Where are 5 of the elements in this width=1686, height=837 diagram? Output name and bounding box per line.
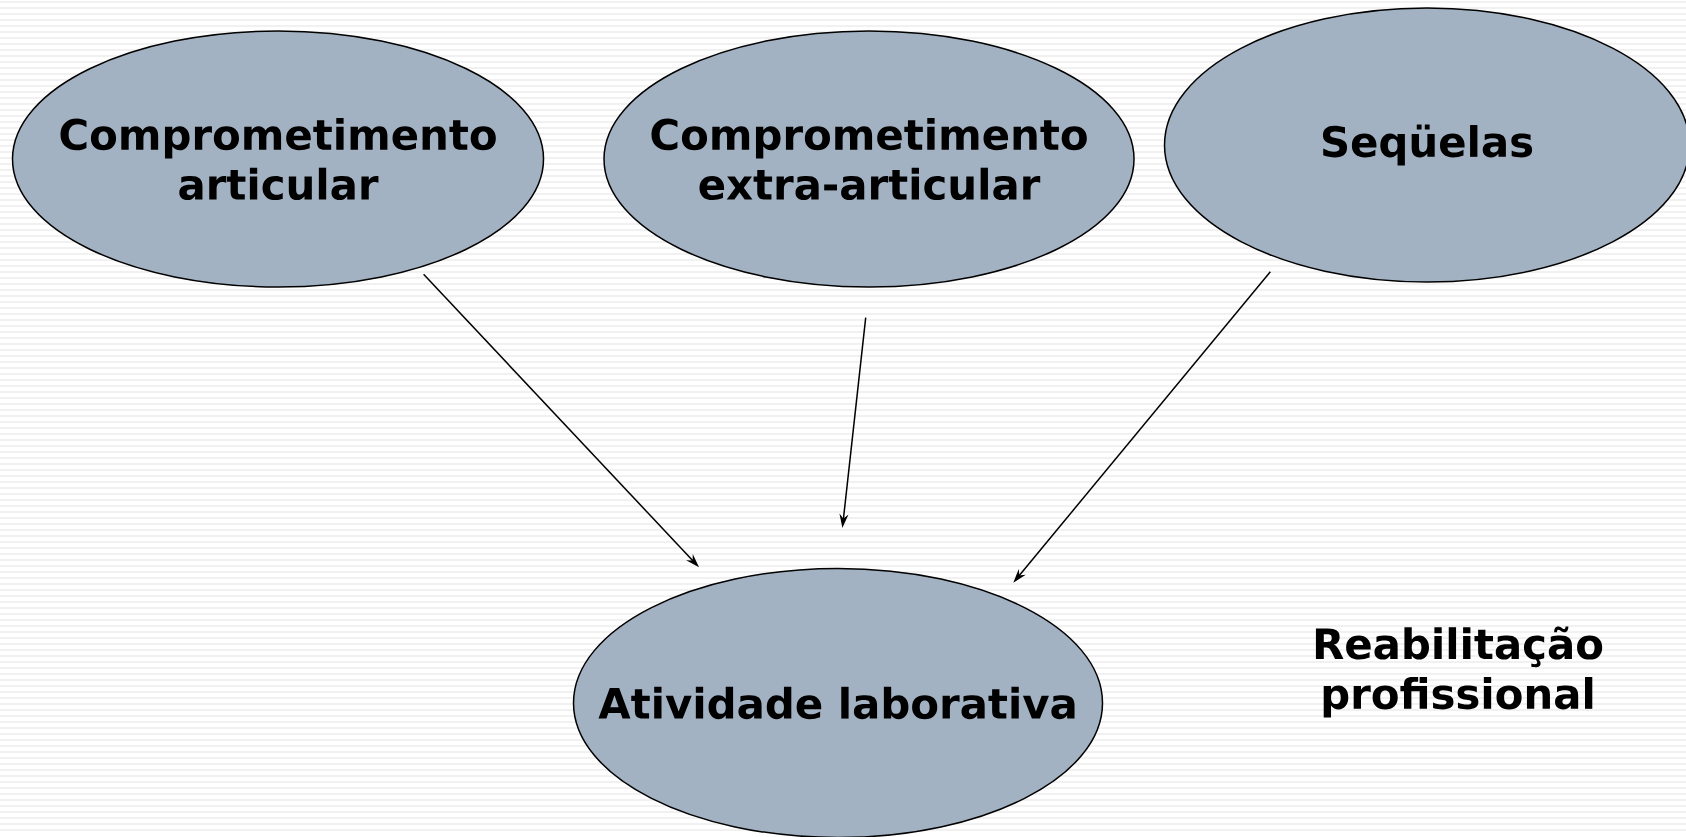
label-text: Reabilitação profissional — [1315, 626, 1603, 718]
ellipse-node: Seqüelas — [1163, 7, 1686, 283]
ellipse-node: Comprometimento articular — [11, 30, 545, 288]
ellipse-node: Atividade laborativa — [572, 567, 1104, 837]
ellipse-node: Comprometimento extra-articular — [603, 30, 1135, 288]
